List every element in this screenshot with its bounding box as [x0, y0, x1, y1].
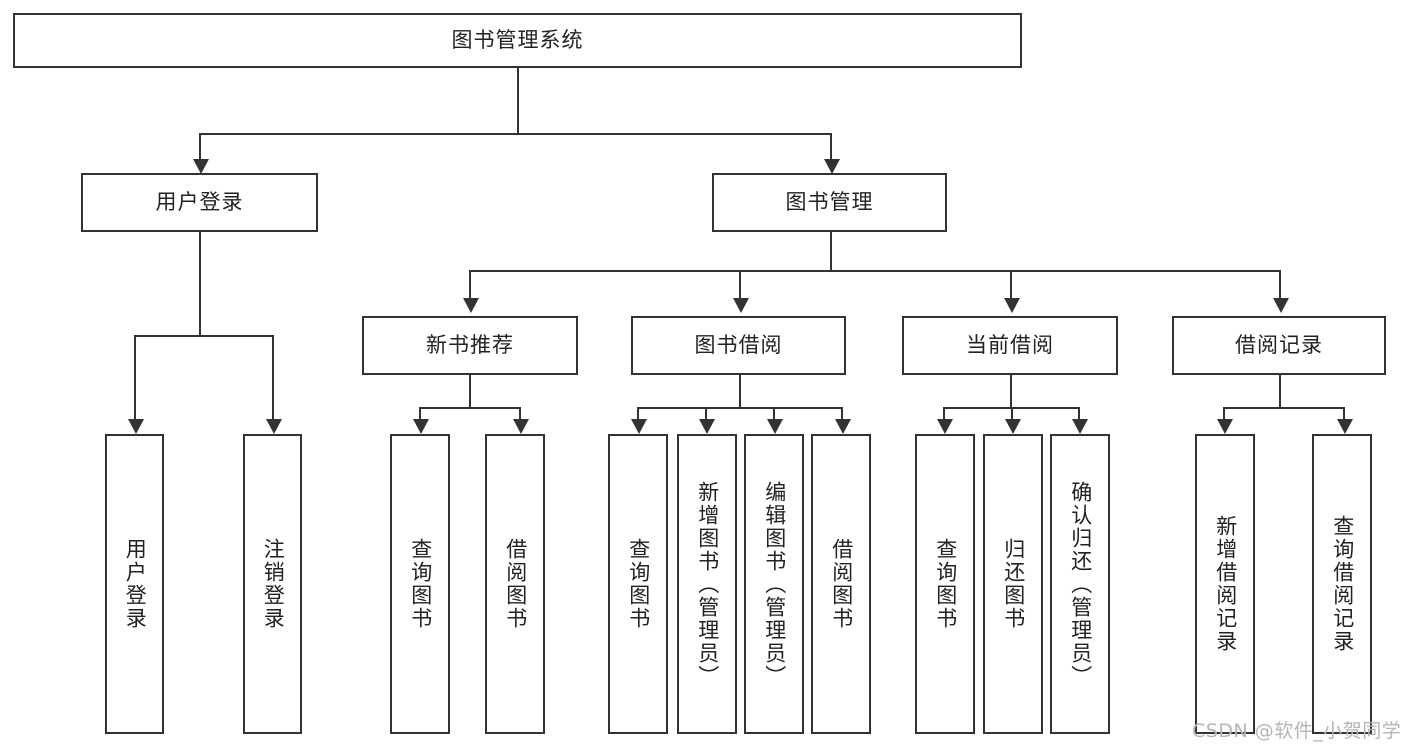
arrowhead-icon	[824, 159, 840, 174]
leaf-node-10-label: 确认归还（管理员）	[1068, 480, 1093, 688]
root-branch-bar	[199, 133, 831, 135]
leaf-node-10[interactable]: 确认归还（管理员）	[1050, 434, 1110, 734]
root-node[interactable]: 图书管理系统	[13, 13, 1022, 68]
leaf-node-3[interactable]: 借阅图书	[485, 434, 545, 734]
manage-drop-0	[469, 270, 471, 298]
level2-node-0-label: 新书推荐	[426, 332, 514, 357]
login-drop-0	[134, 335, 136, 419]
arrowhead-icon	[699, 419, 715, 434]
level1-node-0[interactable]: 用户登录	[81, 173, 318, 232]
group-1-drop-3	[841, 407, 843, 419]
manage-drop-1	[739, 270, 741, 298]
arrowhead-icon	[266, 419, 282, 434]
level2-node-3[interactable]: 借阅记录	[1172, 316, 1386, 375]
group-3-stem	[1279, 375, 1281, 407]
arrowhead-icon	[1273, 298, 1289, 313]
leaf-node-2[interactable]: 查询图书	[390, 434, 450, 734]
group-1-drop-0	[637, 407, 639, 419]
leaf-node-6[interactable]: 编辑图书（管理员）	[744, 434, 804, 734]
leaf-node-1[interactable]: 注销登录	[243, 434, 302, 734]
group-1-drop-1	[705, 407, 707, 419]
arrowhead-icon	[1337, 419, 1353, 434]
group-1-branch-bar	[637, 407, 841, 409]
level1-node-0-label: 用户登录	[155, 189, 244, 214]
group-2-drop-2	[1078, 407, 1080, 419]
group-0-branch-bar	[419, 407, 519, 409]
group-3-drop-1	[1343, 407, 1345, 419]
leaf-node-6-label: 编辑图书（管理员）	[762, 480, 787, 688]
arrowhead-icon	[1005, 419, 1021, 434]
leaf-node-5-label: 新增图书（管理员）	[695, 480, 720, 688]
leaf-node-5[interactable]: 新增图书（管理员）	[677, 434, 737, 734]
level2-node-2-label: 当前借阅	[966, 332, 1054, 357]
group-0-drop-1	[519, 407, 521, 419]
leaf-node-0-label: 用户登录	[123, 538, 148, 630]
group-2-drop-0	[943, 407, 945, 419]
root-drop-0	[199, 133, 201, 159]
leaf-node-4[interactable]: 查询图书	[608, 434, 668, 734]
group-2-drop-1	[1011, 407, 1013, 419]
arrowhead-icon	[128, 419, 144, 434]
login-drop-1	[272, 335, 274, 419]
arrowhead-icon	[413, 419, 429, 434]
leaf-node-11[interactable]: 新增借阅记录	[1195, 434, 1255, 734]
leaf-node-7-label: 借阅图书	[829, 538, 854, 630]
group-1-stem	[739, 375, 741, 407]
level2-node-3-label: 借阅记录	[1235, 332, 1323, 357]
csdn-watermark: CSDN @软件_小贺同学	[1192, 720, 1402, 742]
group-2-branch-bar	[943, 407, 1078, 409]
leaf-node-4-label: 查询图书	[626, 538, 651, 630]
level2-node-1[interactable]: 图书借阅	[631, 316, 846, 375]
group-0-stem	[469, 375, 471, 407]
arrowhead-icon	[193, 159, 209, 174]
leaf-node-8-label: 查询图书	[933, 538, 958, 630]
leaf-node-9-label: 归还图书	[1001, 538, 1026, 630]
arrowhead-icon	[733, 298, 749, 313]
arrowhead-icon	[631, 419, 647, 434]
leaf-node-2-label: 查询图书	[408, 538, 433, 630]
leaf-node-8[interactable]: 查询图书	[915, 434, 975, 734]
root-node-label: 图书管理系统	[451, 27, 584, 52]
leaf-node-9[interactable]: 归还图书	[983, 434, 1043, 734]
login-branch-bar	[134, 335, 273, 337]
group-1-drop-2	[773, 407, 775, 419]
manage-drop-3	[1279, 270, 1281, 298]
leaf-node-12[interactable]: 查询借阅记录	[1312, 434, 1372, 734]
group-3-drop-0	[1223, 407, 1225, 419]
arrowhead-icon	[513, 419, 529, 434]
level2-node-2[interactable]: 当前借阅	[902, 316, 1118, 375]
arrowhead-icon	[835, 419, 851, 434]
level2-node-1-label: 图书借阅	[694, 332, 783, 357]
leaf-node-12-label: 查询借阅记录	[1330, 515, 1355, 653]
manage-drop-2	[1010, 270, 1012, 298]
login-stem	[199, 232, 201, 335]
root-drop-1	[830, 133, 832, 159]
level1-node-1-label: 图书管理	[785, 189, 874, 214]
arrowhead-icon	[937, 419, 953, 434]
leaf-node-11-label: 新增借阅记录	[1213, 515, 1238, 653]
group-0-drop-0	[419, 407, 421, 419]
level1-node-1[interactable]: 图书管理	[712, 173, 947, 232]
manage-branch-bar	[469, 270, 1279, 272]
level2-node-0[interactable]: 新书推荐	[362, 316, 578, 375]
arrowhead-icon	[1217, 419, 1233, 434]
leaf-node-0[interactable]: 用户登录	[105, 434, 164, 734]
arrowhead-icon	[767, 419, 783, 434]
arrowhead-icon	[1072, 419, 1088, 434]
group-3-branch-bar	[1223, 407, 1343, 409]
arrowhead-icon	[463, 298, 479, 313]
manage-stem	[830, 232, 832, 270]
leaf-node-7[interactable]: 借阅图书	[811, 434, 871, 734]
leaf-node-1-label: 注销登录	[261, 538, 286, 630]
group-2-stem	[1010, 375, 1012, 407]
root-stem	[517, 68, 519, 133]
arrowhead-icon	[1004, 298, 1020, 313]
leaf-node-3-label: 借阅图书	[503, 538, 528, 630]
